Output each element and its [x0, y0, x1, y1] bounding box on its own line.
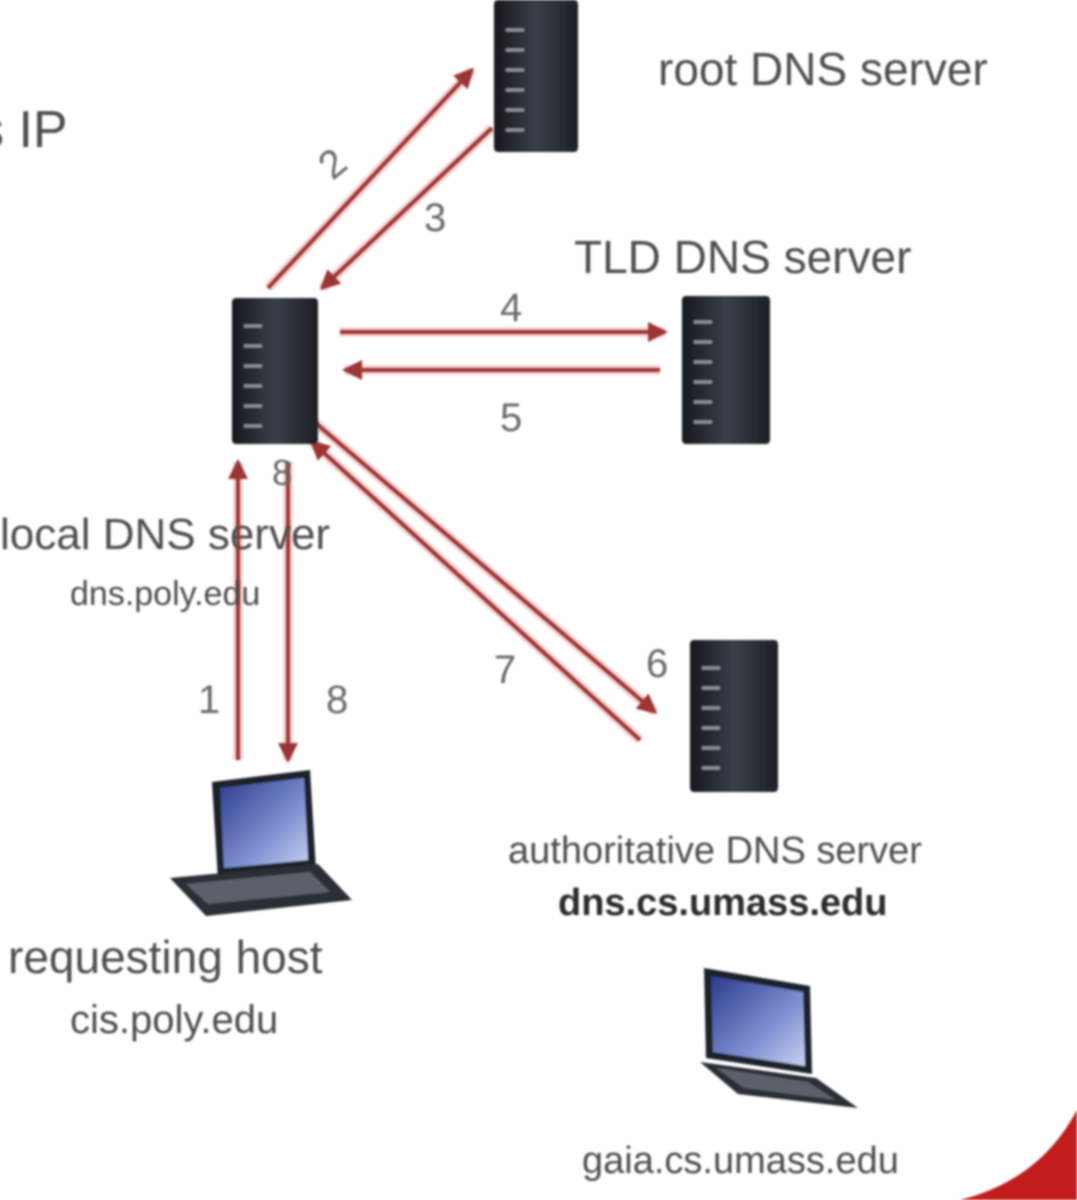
gaia-host-laptop-icon	[700, 968, 858, 1108]
root-server-label: root DNS server	[658, 43, 988, 95]
step-label-8-upper: 8	[272, 452, 293, 493]
local-dns-server-domain: dns.poly.edu	[70, 575, 261, 613]
arrow-7	[309, 439, 642, 742]
step-label-5: 5	[500, 396, 523, 440]
authoritative-server-label: authoritative DNS server	[508, 830, 922, 872]
step-label-1: 1	[198, 678, 221, 722]
root-server-icon	[494, 0, 578, 152]
authoritative-server-icon	[690, 640, 778, 792]
arrow-3	[319, 126, 494, 291]
step-label-8: 8	[326, 678, 349, 722]
arrow-6	[310, 418, 658, 714]
gaia-host-label: gaia.cs.umass.edu	[582, 1140, 899, 1182]
local-dns-server-label: local DNS server	[0, 510, 331, 559]
corner-accent	[960, 1110, 1077, 1200]
step-label-6: 6	[646, 642, 669, 686]
requesting-host-domain: cis.poly.edu	[70, 998, 279, 1042]
authoritative-server-domain: dns.cs.umass.edu	[558, 882, 888, 924]
requesting-host-label: requesting host	[8, 931, 323, 983]
tld-server-icon	[682, 296, 770, 444]
tld-server-label: TLD DNS server	[574, 231, 912, 283]
edge-text: s IP	[0, 101, 68, 159]
step-label-4: 4	[500, 286, 523, 330]
step-label-3: 3	[424, 196, 447, 240]
arrow-2	[266, 67, 475, 290]
local-dns-server-icon	[232, 298, 318, 444]
step-label-7: 7	[494, 648, 517, 692]
requesting-host-laptop-icon	[170, 770, 352, 916]
